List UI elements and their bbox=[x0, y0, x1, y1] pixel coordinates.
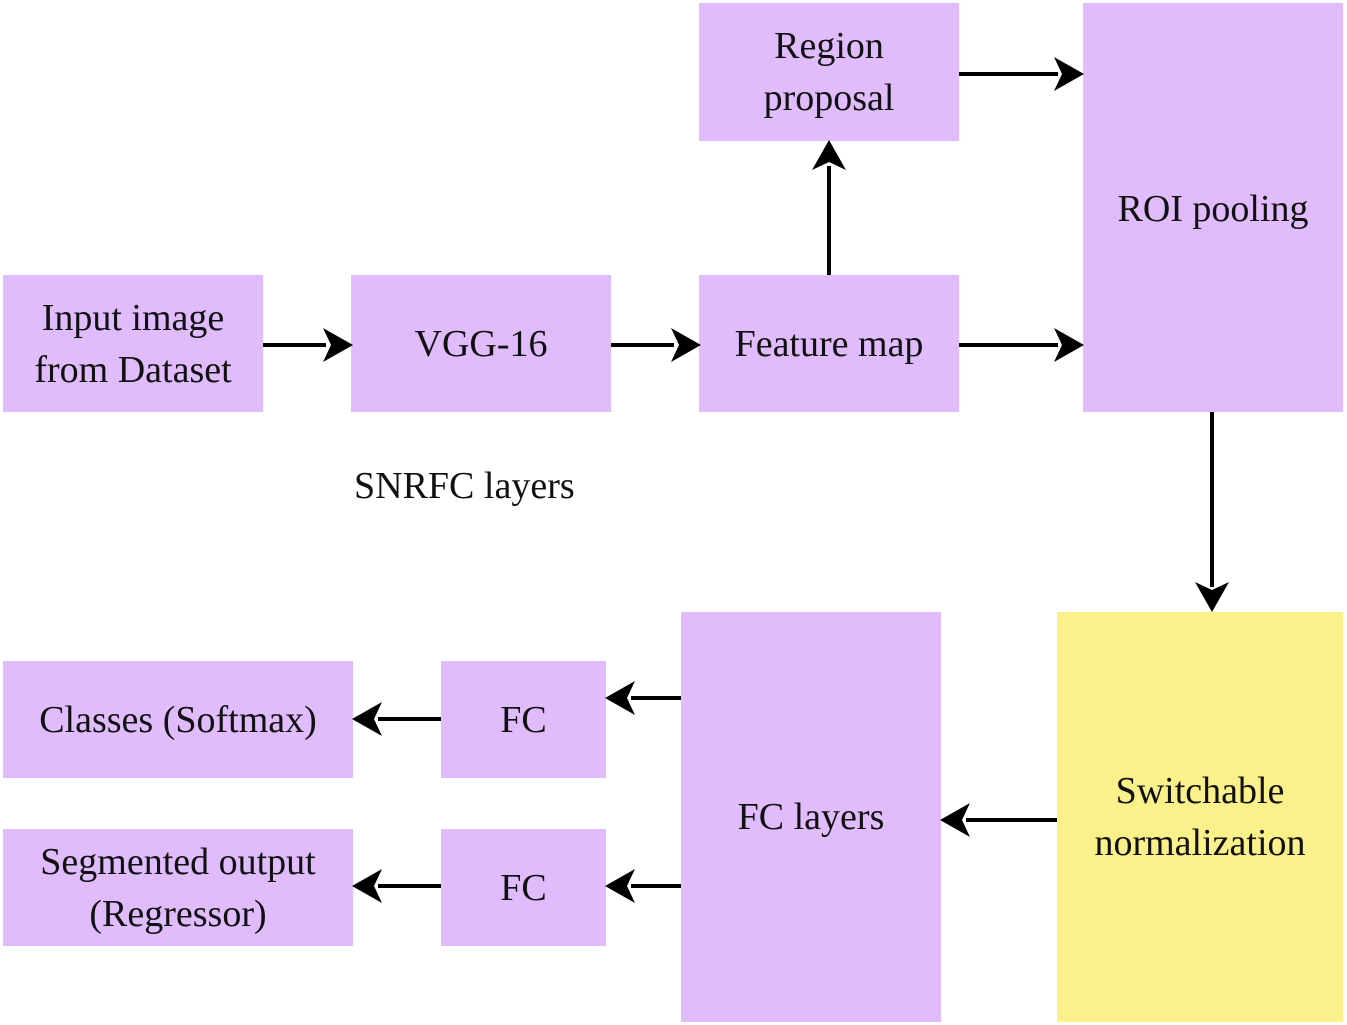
fc-top-box: FC bbox=[441, 661, 606, 778]
classes-softmax-box: Classes (Softmax) bbox=[3, 661, 353, 778]
roi-pooling-box: ROI pooling bbox=[1083, 3, 1343, 412]
arrowhead-vgg-to-feature bbox=[671, 328, 701, 362]
arrowhead-roi-to-switchable bbox=[1195, 582, 1229, 612]
fc-layers-box: FC layers bbox=[681, 612, 941, 1022]
arrowhead-feature-to-region bbox=[812, 140, 846, 170]
input-image-box: Input image from Dataset bbox=[3, 275, 263, 412]
arrowhead-switchable-to-fclayers bbox=[940, 803, 970, 837]
arrowhead-fc-top-to-classes bbox=[352, 702, 382, 736]
arrowhead-input-to-vgg bbox=[323, 328, 353, 362]
arrowhead-fc-bottom-to-segmented bbox=[352, 869, 382, 903]
segmented-output-box: Segmented output (Regressor) bbox=[3, 829, 353, 946]
arrowhead-feature-to-roi bbox=[1054, 328, 1084, 362]
feature-map-box: Feature map bbox=[699, 275, 959, 412]
region-proposal-box: Region proposal bbox=[699, 3, 959, 141]
switchable-normalization-box: Switchable normalization bbox=[1057, 612, 1343, 1022]
arrowhead-fclayers-to-fc-bottom bbox=[605, 869, 635, 903]
arrowhead-region-to-roi bbox=[1054, 57, 1084, 91]
arrowhead-fclayers-to-fc-top bbox=[605, 681, 635, 715]
vgg16-box: VGG-16 bbox=[351, 275, 611, 412]
fc-bottom-box: FC bbox=[441, 829, 606, 946]
snrfc-layers-label: SNRFC layers bbox=[354, 465, 575, 507]
